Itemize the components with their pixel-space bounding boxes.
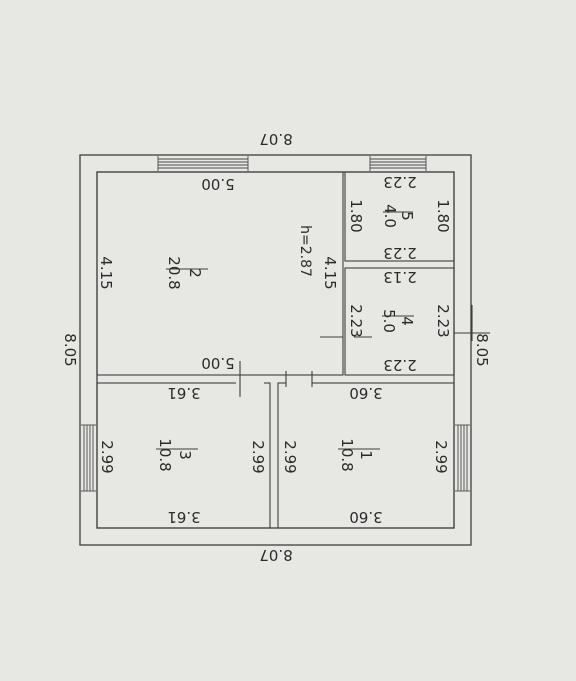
room-4-top-dim: 2.23: [383, 356, 416, 374]
room-4: 2.23 2.13 2.23 2.23 4 5.0: [347, 268, 452, 374]
overall-width-top: 8.07: [259, 546, 292, 564]
room-5-top-dim: 2.23: [383, 244, 416, 262]
room-4-left-dim: 2.23: [434, 304, 452, 337]
window-room-2: [157, 156, 249, 171]
room-3-number: 3: [176, 450, 194, 460]
outer-wall-outer: [79, 154, 472, 546]
room-5-area: 4.0: [381, 204, 399, 228]
room-4-area: 5.0: [380, 309, 398, 333]
room-4-right-dim: 2.23: [347, 304, 365, 337]
room-2-right-dim: 4.15: [97, 256, 115, 289]
room-5: 2.23 2.23 1.80 1.80 5 4.0: [347, 173, 452, 262]
window-room-1: [455, 424, 470, 492]
room-4-number: 4: [398, 316, 416, 326]
window-room-5: [369, 156, 427, 171]
room-2-bottom-dim: 5.00: [201, 175, 234, 193]
room-4-outline: [344, 267, 455, 376]
room-5-outline: [344, 171, 455, 262]
plan-upright: 8.07 8.07 8.05 8.05 3.60 3.60 2.99 2.99 …: [61, 130, 491, 564]
room-2-ceiling-height: h=2.87: [297, 225, 313, 277]
room-1-top-dim: 3.60: [349, 508, 382, 526]
room-1-area: 10.8: [338, 438, 356, 471]
room-5-right-dim: 1.80: [347, 199, 365, 232]
room-3: 3.61 3.61 2.99 2.99 3 10.8: [98, 384, 267, 526]
room-5-bottom-dim: 2.23: [383, 173, 416, 191]
room-1-number: 1: [357, 450, 375, 460]
outer-wall-inner: [96, 171, 455, 529]
overall-width-bottom: 8.07: [259, 130, 292, 148]
room-1-right-dim: 2.99: [281, 440, 299, 473]
room-3-top-dim: 3.61: [167, 508, 200, 526]
overall-height-right: 8.05: [61, 333, 79, 366]
room-3-area: 10.8: [156, 438, 174, 471]
room-3-left-dim: 2.99: [249, 440, 267, 473]
room-2-outline: [96, 171, 344, 376]
room-1-outline: [277, 382, 455, 529]
room-1: 3.60 3.60 2.99 2.99 1 10.8: [281, 384, 450, 526]
room-3-right-dim: 2.99: [98, 440, 116, 473]
room-2-area: 20.8: [165, 256, 183, 289]
room-3-bottom-dim: 3.61: [167, 384, 200, 402]
room-4-bottom-dim: 2.13: [383, 268, 416, 286]
room-2-number: 2: [186, 268, 204, 278]
overall-height-left: 8.05: [473, 333, 491, 366]
room-5-left-dim: 1.80: [434, 199, 452, 232]
room-2-left-dim: 4.15: [321, 256, 339, 289]
window-room-3: [81, 424, 96, 492]
room-1-left-dim: 2.99: [432, 440, 450, 473]
room-5-number: 5: [398, 211, 416, 221]
room-3-outline: [96, 382, 271, 529]
room-2: 5.00 5.00 4.15 4.15 h=2.87 2 20.8: [97, 175, 339, 372]
room-2-top-dim: 5.00: [201, 354, 234, 372]
room-1-bottom-dim: 3.60: [349, 384, 382, 402]
